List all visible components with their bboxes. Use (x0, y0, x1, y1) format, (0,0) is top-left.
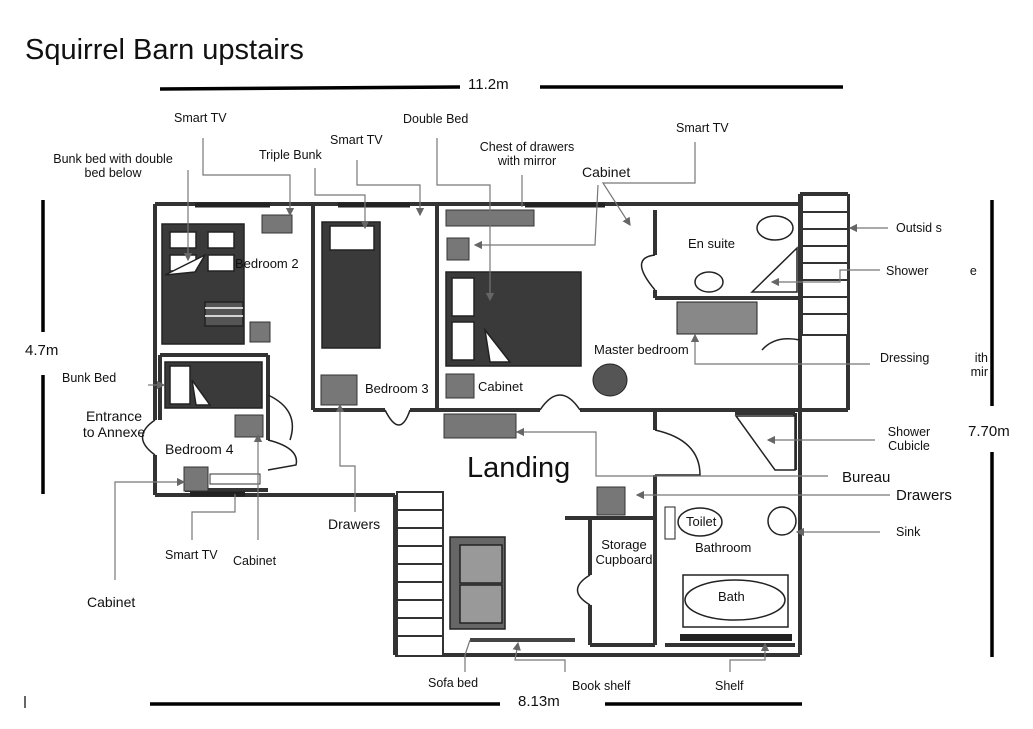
label-shelf: Shelf (715, 679, 744, 693)
label-cabinet-entrance: Cabinet (87, 594, 136, 610)
doors (141, 254, 801, 606)
label-sink: Sink (896, 525, 921, 539)
label-book-shelf: Book shelf (572, 679, 631, 693)
bathroom-sink (767, 506, 797, 536)
cabinet-b2 (249, 321, 271, 343)
dimension-left: 4.7m (25, 342, 59, 359)
label-smart-tv-1: Smart TV (174, 111, 227, 125)
label-shower-cubicle: Shower Cubicle (887, 425, 931, 454)
label-bureau: Bureau (842, 469, 891, 486)
label-cabinet-master-2: Cabinet (478, 379, 523, 394)
dimension-bottom: 8.13m (518, 693, 560, 710)
label-dressing: Dressing ith mir (880, 351, 988, 380)
cabinet-master-top (446, 237, 470, 261)
label-cabinet-master: Cabinet (582, 164, 631, 180)
room-storage-cupboard: Storage Cupboard (595, 537, 653, 567)
page-title: Squirrel Barn upstairs (25, 34, 304, 66)
label-triple-bunk: Triple Bunk (259, 148, 322, 162)
cabinet-entrance (209, 473, 261, 485)
dimension-top: 11.2m (468, 76, 509, 93)
double-bed (445, 271, 582, 367)
room-bedroom-2: Bedroom 2 (235, 256, 299, 271)
tv-b2 (261, 214, 293, 234)
toilet-label: Toilet (686, 514, 717, 529)
label-sofa-bed: Sofa bed (428, 676, 479, 690)
label-bunk-bed: Bunk Bed (62, 371, 117, 385)
cabinet-b4 (234, 414, 264, 438)
label-double-bed: Double Bed (403, 112, 469, 126)
dimension-right: 7.70m (968, 423, 1010, 440)
bath-label: Bath (718, 589, 745, 604)
room-bathroom: Bathroom (695, 540, 752, 555)
triple-bunk (321, 221, 381, 349)
bathroom-toilet (677, 507, 723, 537)
room-en-suite: En suite (688, 236, 735, 251)
label-outside: Outsid s (896, 221, 942, 235)
cabinet-master (445, 373, 475, 399)
room-master-bedroom: Master bedroom (594, 342, 689, 357)
windows (190, 202, 605, 497)
ensuite-toilet (756, 215, 794, 241)
drawers-b3 (320, 374, 358, 406)
label-bunk-double: Bunk bed with double bed below (53, 152, 173, 181)
label-smart-tv-3: Smart TV (676, 121, 729, 135)
label-chest-of-drawers: Chest of drawers with mirror (479, 140, 575, 169)
drawers-landing (596, 486, 626, 516)
label-drawers-b3: Drawers (328, 516, 381, 532)
leader-lines (114, 138, 890, 672)
room-bedroom-4: Bedroom 4 (165, 441, 234, 457)
stairs-landing (396, 491, 444, 657)
ensuite-sink (694, 271, 724, 293)
dimension-lines (41, 85, 994, 706)
label-shower: Shower e (886, 264, 977, 278)
label-cabinet-b4: Cabinet (233, 554, 277, 568)
entrance-to-annexe: Entrance to Annexe (82, 408, 146, 441)
dressing-table (676, 301, 758, 335)
room-landing: Landing (467, 452, 571, 484)
bureau (443, 413, 517, 439)
bunk-bed-b4 (164, 361, 263, 409)
shelf (680, 634, 792, 641)
shower-cubicle (734, 415, 796, 471)
label-smart-tv-2: Smart TV (330, 133, 383, 147)
label-smart-tv-4: Smart TV (165, 548, 218, 562)
ensuite-shower (750, 246, 798, 293)
stairs-outside (801, 194, 849, 336)
sofa-bed (449, 536, 506, 630)
tv-b4 (183, 466, 209, 492)
chair (592, 363, 628, 397)
room-bedroom-3: Bedroom 3 (365, 381, 429, 396)
label-drawers-landing: Drawers (896, 487, 952, 504)
bunk-double-bed (161, 223, 245, 345)
